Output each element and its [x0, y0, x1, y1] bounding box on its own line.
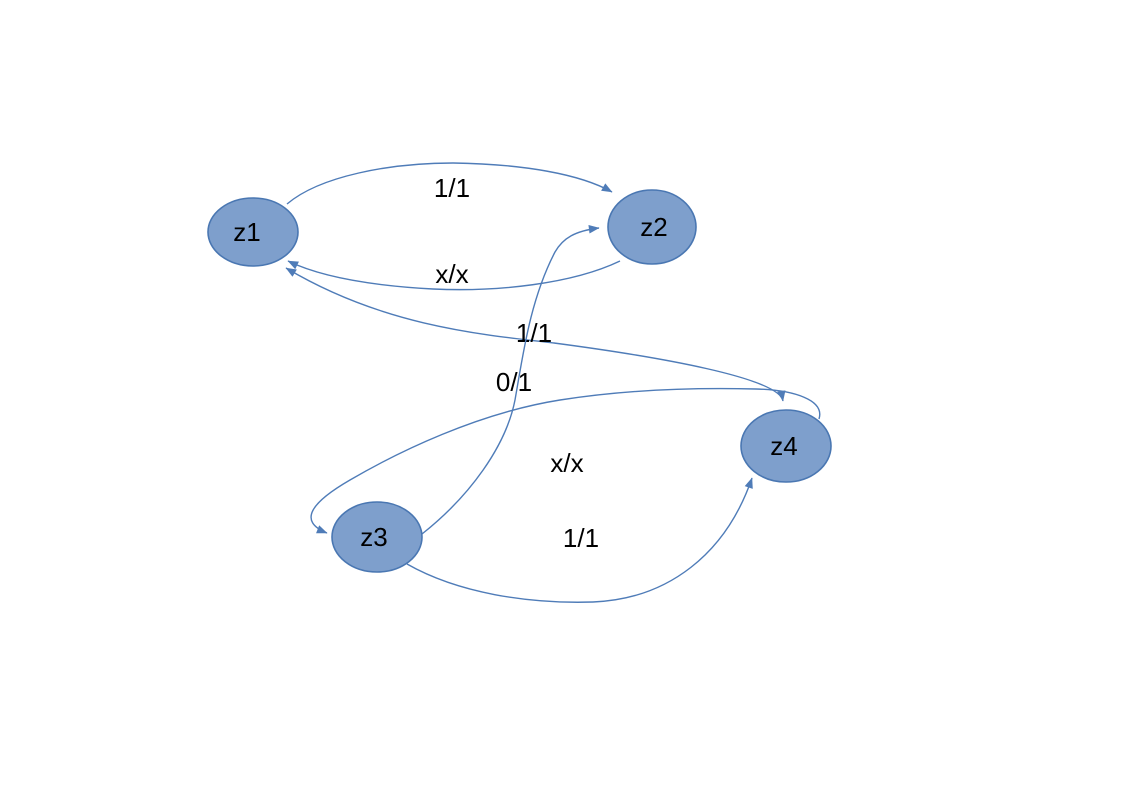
transition-z1-z4-path [285, 267, 786, 402]
state-ellipse-z2 [607, 189, 697, 265]
state-node-z3: z3 [331, 501, 423, 573]
transition-label: 1/1 [563, 523, 599, 553]
state-label-z2: z2 [640, 212, 667, 242]
state-label-z1: z1 [233, 217, 260, 247]
state-ellipse-z1 [207, 197, 299, 267]
transition-label: x/x [550, 448, 583, 478]
transition-z3-z4: 1/1 [406, 477, 753, 603]
state-node-z1: z1 [207, 197, 299, 267]
state-node-z4: z4 [740, 409, 832, 483]
transition-z4-z3-path [310, 387, 821, 534]
transition-label: 1/1 [434, 173, 470, 203]
transition-z2-z1: x/x [287, 259, 621, 291]
transition-z1-z2-path [286, 162, 613, 205]
state-ellipse-z4 [740, 409, 832, 483]
transition-z1-z4: 1/1 [285, 267, 786, 402]
transition-label: 0/1 [496, 367, 532, 397]
transition-z3-z4-path [406, 477, 753, 603]
transition-z1-z2: 1/1 [286, 162, 613, 205]
state-label-z3: z3 [360, 522, 387, 552]
state-ellipse-z3 [331, 501, 423, 573]
transition-z3-z2-path [421, 225, 600, 535]
state-node-z2: z2 [607, 189, 697, 265]
state-label-z4: z4 [770, 431, 797, 461]
transition-z4-z3: x/x [310, 387, 821, 534]
transition-label: 1/1 [516, 318, 552, 348]
transition-label: x/x [435, 259, 468, 289]
transition-z3-z2: 0/1 [421, 225, 600, 535]
